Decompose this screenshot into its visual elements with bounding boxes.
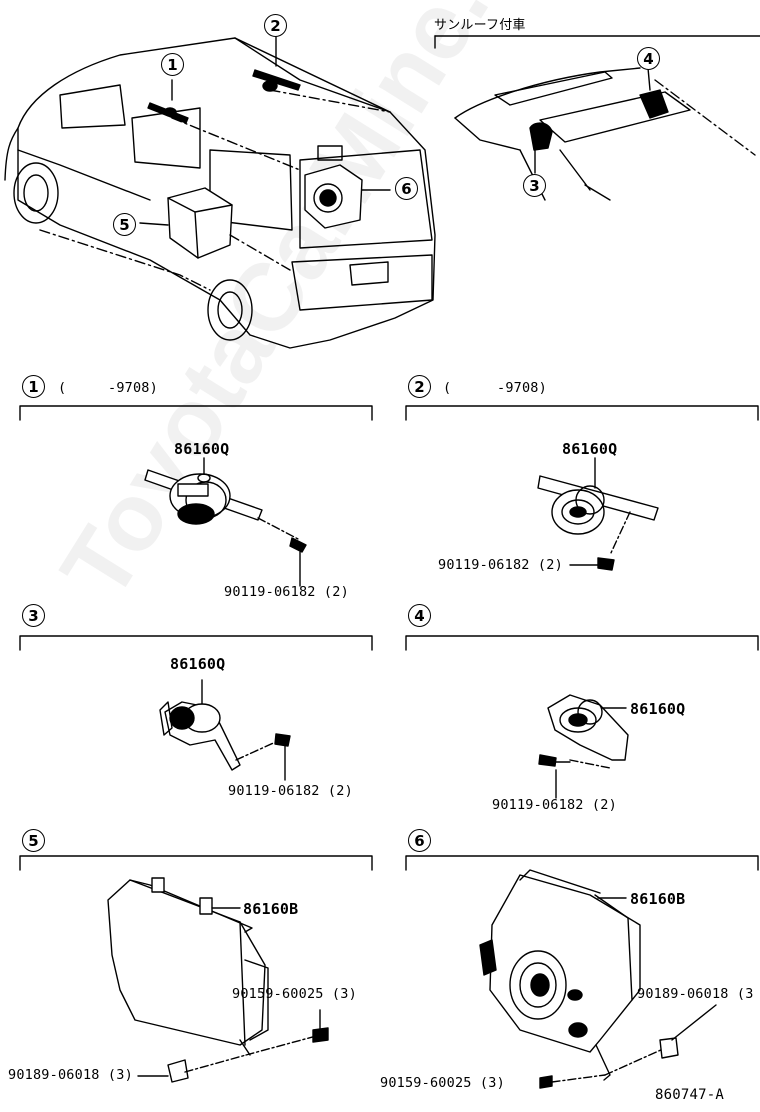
section-6-number: 6 — [408, 829, 431, 852]
section-1-bolt-number: 90119-06182 (2) — [224, 584, 349, 600]
van-part-1 — [147, 79, 189, 124]
section-frames — [19, 405, 759, 871]
s6-amplifier-speaker — [479, 869, 717, 1089]
van-part-5 — [139, 187, 233, 259]
section-4-bolt-number: 90119-06182 (2) — [492, 797, 617, 813]
section-6-clip-number: 90189-06018 (3 — [637, 986, 754, 1002]
section-2-number: 2 — [408, 375, 431, 398]
van-part-6 — [304, 145, 391, 229]
section-2-range-end: -9708) — [497, 380, 547, 396]
section-5-screw-number: 90159-60025 (3) — [232, 986, 357, 1002]
section-2-range-open: ( — [443, 380, 452, 396]
section-5-clip-number: 90189-06018 (3) — [8, 1067, 133, 1083]
section-4-number: 4 — [408, 604, 431, 627]
section-6-part-number: 86160B — [630, 890, 686, 908]
sunroof-inset — [434, 35, 760, 201]
section-5-part-number: 86160B — [243, 900, 299, 918]
callout-4: 4 — [637, 47, 660, 70]
section-1-part-number: 86160Q — [174, 440, 230, 458]
callout-2: 2 — [264, 14, 287, 37]
section-6-screw-number: 90159-60025 (3) — [380, 1075, 505, 1091]
van-part-2 — [252, 36, 301, 92]
s2-speaker — [537, 457, 659, 571]
s4-speaker — [538, 694, 629, 799]
callout-6: 6 — [395, 177, 418, 200]
van-illustration — [4, 37, 436, 349]
callout-3: 3 — [523, 174, 546, 197]
callout-5: 5 — [113, 213, 136, 236]
section-2-part-number: 86160Q — [562, 440, 618, 458]
figure-id: 860747-A — [655, 1087, 725, 1103]
s1-speaker — [144, 457, 307, 587]
section-1-range-end: -9708) — [108, 380, 158, 396]
section-1-range-open: ( — [58, 380, 67, 396]
s3-speaker — [159, 679, 291, 781]
section-4-part-number: 86160Q — [630, 700, 686, 718]
section-3-part-number: 86160Q — [170, 655, 226, 673]
section-3-bolt-number: 90119-06182 (2) — [228, 783, 353, 799]
s5-amplifier — [107, 877, 329, 1083]
sunroof-label: サンルーフ付車 — [434, 18, 526, 33]
section-1-number: 1 — [22, 375, 45, 398]
section-3-number: 3 — [22, 604, 45, 627]
callout-1: 1 — [161, 53, 184, 76]
section-2-bolt-number: 90119-06182 (2) — [438, 557, 563, 573]
section-5-number: 5 — [22, 829, 45, 852]
